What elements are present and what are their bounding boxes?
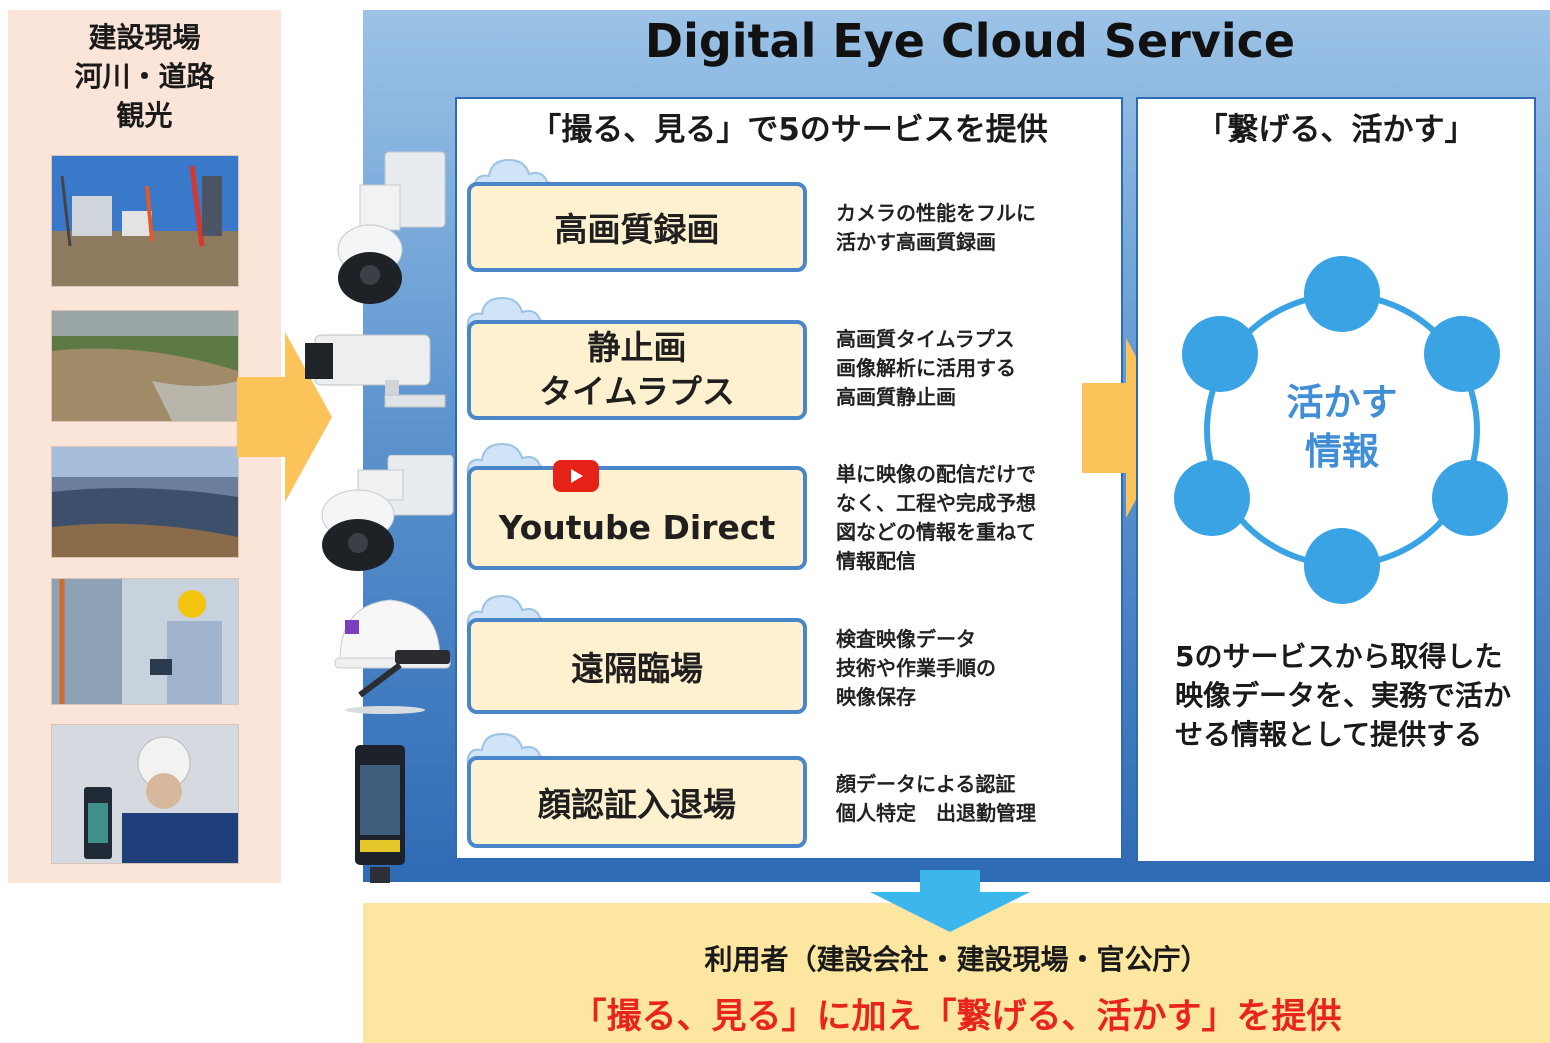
capture-view-title: 「撮る、見る」で5のサービスを提供: [530, 112, 1048, 148]
youtube-icon: [553, 460, 599, 496]
utilize-info-label: 活かす 情報: [1286, 381, 1398, 473]
service-desc: 単に映像の配信だけで なく、工程や完成予想 図などの情報を重ねて 情報配信: [836, 462, 1036, 573]
service-youtube-direct: Youtube Direct: [467, 466, 807, 570]
service-desc: 顔データによる認証 個人特定 出退勤管理: [836, 772, 1036, 825]
service-label: 顔認証入退場: [538, 785, 736, 824]
service-hq-recording: 高画質録画: [467, 182, 807, 272]
down-arrow: [870, 870, 1030, 932]
construction-site-photo: [51, 155, 239, 287]
info-network-icon: [1170, 250, 1515, 614]
service-remote-inspection: 遠隔臨場: [467, 618, 807, 714]
helmet-camera-icon: [330, 590, 455, 724]
users-label: 利用者（建設会社・建設現場・官公庁）: [704, 943, 1209, 976]
service-desc: 高画質タイムラプス 画像解析に活用する 高画質静止画: [836, 327, 1016, 409]
service-label: 静止画 タイムラプス: [539, 328, 735, 411]
site-types-title: 建設現場 河川・道路 観光: [74, 21, 215, 132]
connect-arrow: [1082, 338, 1174, 518]
service-title: Digital Eye Cloud Service: [644, 14, 1296, 68]
service-label: 高画質録画: [554, 210, 720, 249]
service-face-auth: 顔認証入退場: [467, 756, 807, 848]
service-label: Youtube Direct: [498, 507, 776, 547]
value-proposition: 「撮る、見る」に加え「繋げる、活かす」を提供: [571, 997, 1342, 1037]
box-camera-icon: [305, 325, 455, 414]
face-terminal-icon: [350, 745, 410, 889]
river-photo: [51, 310, 239, 422]
service-desc: カメラの性能をフルに 活かす高画質録画: [836, 201, 1036, 254]
utilize-description: 5のサービスから取得した映像データを、実務で活かせる情報として提供する: [1175, 640, 1512, 751]
remote-inspection-photo: [51, 578, 239, 705]
landscape-photo: [51, 446, 239, 558]
service-label: 遠隔臨場: [571, 649, 703, 688]
face-auth-photo: [51, 724, 239, 864]
connect-utilize-title: 「繋げる、活かす」: [1196, 112, 1476, 148]
service-timelapse: 静止画 タイムラプス: [467, 320, 807, 420]
service-desc: 検査映像データ 技術や作業手順の 映像保存: [836, 627, 996, 709]
ptz-camera-icon: [318, 454, 458, 579]
dome-camera-icon: [330, 150, 450, 314]
